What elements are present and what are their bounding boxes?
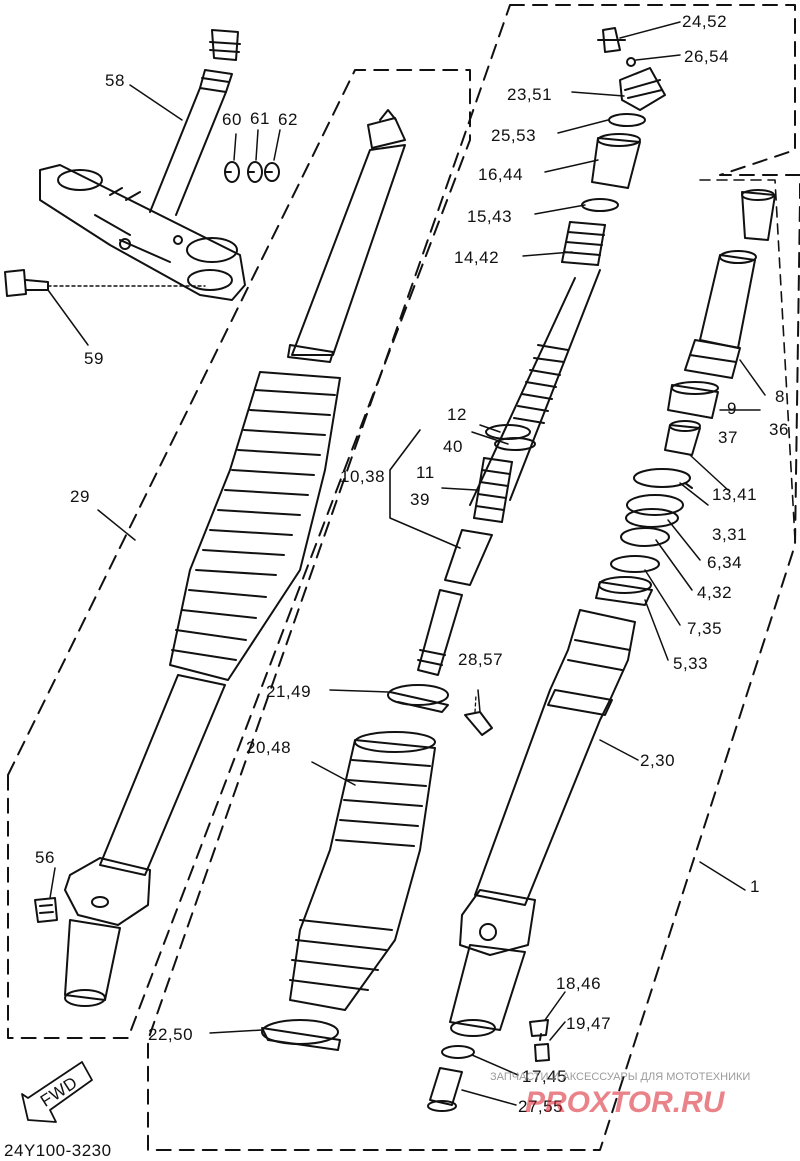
label-1: 1 bbox=[750, 877, 760, 896]
label-13-41: 13,41 bbox=[712, 485, 757, 504]
rebound-spring-11 bbox=[473, 457, 513, 523]
label-21-49: 21,49 bbox=[266, 682, 311, 701]
label-23-51: 23,51 bbox=[507, 85, 552, 104]
fwd-arrow-icon bbox=[21, 1061, 93, 1123]
drain-bolt-27 bbox=[427, 1067, 463, 1112]
label-40: 40 bbox=[443, 437, 463, 456]
label-36: 36 bbox=[769, 420, 789, 439]
screw-28 bbox=[464, 694, 493, 736]
label-11: 11 bbox=[416, 463, 435, 482]
bolt-56 bbox=[34, 897, 58, 923]
seal-6 bbox=[625, 494, 684, 528]
label-2-30: 2,30 bbox=[640, 751, 675, 770]
label-10-38: 10,38 bbox=[340, 467, 385, 486]
seat-12-40 bbox=[485, 424, 536, 451]
washer-15 bbox=[581, 198, 619, 212]
watermark-tagline: ЗАПЧАСТИ И АКСЕССУАРЫ ДЛЯ МОТОТЕХНИКИ bbox=[490, 1071, 750, 1083]
clamp-22 bbox=[261, 1019, 341, 1051]
stem-bolt-washers bbox=[224, 161, 280, 183]
label-17-45: 17,45 bbox=[522, 1067, 567, 1086]
label-6-34: 6,34 bbox=[707, 553, 742, 572]
label-61: 61 bbox=[250, 109, 270, 128]
label-3-31: 3,31 bbox=[712, 525, 747, 544]
label-9: 9 bbox=[727, 399, 737, 418]
label-58: 58 bbox=[105, 71, 125, 90]
label-60: 60 bbox=[222, 110, 242, 129]
label-20-48: 20,48 bbox=[246, 738, 291, 757]
label-18-46: 18,46 bbox=[556, 974, 601, 993]
label-7-35: 7,35 bbox=[687, 619, 722, 638]
top-tube-parts bbox=[684, 189, 776, 379]
washer-17 bbox=[441, 1045, 475, 1059]
label-37: 37 bbox=[718, 428, 738, 447]
fwd-label: FWD bbox=[37, 1073, 81, 1111]
clamp-21 bbox=[387, 684, 449, 713]
label-5-33: 5,33 bbox=[673, 654, 708, 673]
label-27-55: 27,55 bbox=[518, 1097, 563, 1116]
bushing-9 bbox=[667, 381, 719, 419]
bracket-10-38 bbox=[389, 429, 461, 549]
label-56: 56 bbox=[35, 848, 55, 867]
steering-stem-assembly bbox=[39, 29, 246, 301]
washer-4 bbox=[620, 527, 670, 547]
bushing-5 bbox=[595, 576, 653, 606]
damper-rod-10 bbox=[417, 529, 493, 676]
label-15-43: 15,43 bbox=[467, 207, 512, 226]
outline-right-fork-assembly bbox=[147, 4, 800, 1151]
top-cap-23 bbox=[619, 67, 666, 111]
bushing-13 bbox=[664, 420, 701, 456]
diagram-code: 24Y100-3230 bbox=[4, 1141, 112, 1160]
clip-3 bbox=[633, 468, 693, 489]
small-parts-18-19 bbox=[529, 1019, 550, 1062]
label-62: 62 bbox=[278, 110, 298, 129]
o-ring-25 bbox=[608, 113, 646, 127]
label-8: 8 bbox=[775, 387, 785, 406]
spacer-16 bbox=[591, 133, 641, 189]
top-fitting-24 bbox=[597, 27, 636, 67]
label-19-47: 19,47 bbox=[566, 1014, 611, 1033]
left-fork-inner-tube bbox=[287, 109, 406, 363]
left-fork-outer-tube bbox=[64, 674, 226, 1007]
leader-lines bbox=[47, 21, 766, 1106]
left-fork-rubber-boot bbox=[169, 371, 341, 681]
spring-14 bbox=[469, 221, 606, 506]
outline-small-group bbox=[699, 179, 796, 541]
right-outer-tube bbox=[449, 609, 636, 1037]
label-28-57: 28,57 bbox=[458, 650, 503, 669]
label-14-42: 14,42 bbox=[454, 248, 499, 267]
label-29: 29 bbox=[70, 487, 90, 506]
label-26-54: 26,54 bbox=[684, 47, 729, 66]
label-4-32: 4,32 bbox=[697, 583, 732, 602]
outline-left-fork-assembly bbox=[7, 69, 471, 1039]
boot-20 bbox=[289, 731, 436, 1011]
watermark: ЗАПЧАСТИ И АКСЕССУАРЫ ДЛЯ МОТОТЕХНИКИ PR… bbox=[490, 1071, 750, 1119]
part-labels: 24,52 26,54 23,51 25,53 16,44 15,43 14,4… bbox=[35, 12, 789, 1116]
label-24-52: 24,52 bbox=[682, 12, 727, 31]
label-39: 39 bbox=[410, 490, 430, 509]
label-59: 59 bbox=[84, 349, 104, 368]
bolt-59 bbox=[4, 269, 206, 297]
label-25-53: 25,53 bbox=[491, 126, 536, 145]
washer-7 bbox=[610, 555, 660, 573]
label-12: 12 bbox=[447, 405, 467, 424]
label-22-50: 22,50 bbox=[148, 1025, 193, 1044]
watermark-site: PROXTOR.RU bbox=[525, 1086, 726, 1119]
label-16-44: 16,44 bbox=[478, 165, 523, 184]
